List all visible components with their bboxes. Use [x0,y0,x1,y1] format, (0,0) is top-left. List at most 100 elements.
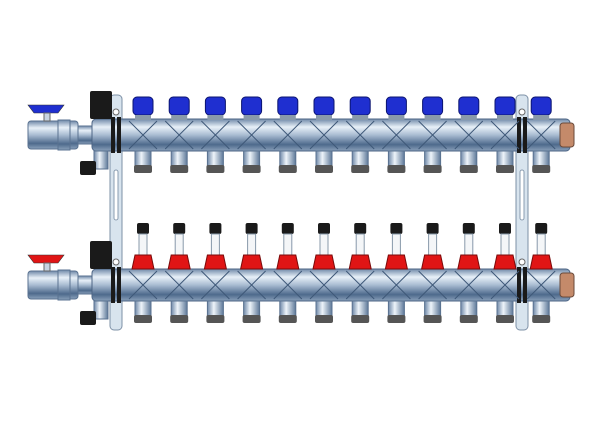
cap-thread [135,115,151,120]
cap-thread [279,115,296,120]
bar-facet [345,120,375,150]
blue-valve-cap [241,96,263,116]
cap-thread [243,115,260,120]
outlet-nut [134,165,152,173]
blue-valve-cap [277,96,299,116]
flowmeter-cap [390,223,403,234]
clamp-ring [523,267,527,303]
bar-facet [273,270,303,300]
clamp-ring [111,117,115,153]
valve-nut [57,269,71,301]
outlet-nut [459,315,478,323]
cap-thread [316,115,332,120]
blue-valve-cap [422,96,444,116]
outlet-nut [351,315,370,323]
bar-facet [237,120,266,150]
outlet-nut [423,165,442,173]
end-cap [559,272,575,298]
clamp-ring [523,117,527,153]
bar-facet [382,120,411,150]
screw-icon [518,108,526,116]
bar-facet [309,120,339,150]
clamp-ring [117,117,121,153]
screw-icon [112,108,120,116]
bar-facet [526,270,556,300]
flowmeter-tube [391,233,401,257]
blue-valve-cap [494,96,516,116]
outlet-nut [278,315,297,323]
bar-facet [201,270,230,300]
flowmeter-tube [283,233,293,257]
red-flowmeter-base [420,254,445,270]
bar-facet [237,270,266,300]
flowmeter-tube [174,233,184,257]
bar-facet [128,120,158,150]
outlet-nut [423,315,442,323]
flowmeter-tube [464,233,474,257]
flowmeter-tube [210,233,220,257]
outlet-nut [532,165,551,173]
outlet-nut [206,165,225,173]
bar-facet [164,270,194,300]
outlet-nut [206,315,225,323]
flowmeter-cap [499,223,511,234]
red-flowmeter-base [529,254,553,270]
outlet-nut [134,315,152,323]
red-flowmeter-base [131,254,155,270]
cap-thread [424,115,441,120]
drain-cap [80,161,96,175]
bar-facet [454,120,484,150]
flowmeter-tube [247,233,257,257]
drain-fitting [93,300,109,320]
red-flowmeter-base [167,254,191,270]
screw-icon [518,258,526,266]
valve-stem [43,262,51,272]
bar-facet [128,270,158,300]
bar-facet [382,270,411,300]
bar-facet [418,270,447,300]
outlet-nut [496,165,514,173]
air-vent [90,91,112,119]
clamp-ring [117,267,121,303]
outlet-nut [459,165,478,173]
manifold-bar [91,268,571,302]
cap-thread [207,115,224,120]
bracket-slot [519,169,525,221]
red-flowmeter-base [276,254,300,270]
flowmeter-tube [536,233,546,257]
flowmeter-cap [245,223,258,234]
red-valve-handle [27,254,65,264]
blue-valve-cap [132,96,154,116]
flowmeter-tube [500,233,510,257]
outlet-nut [242,315,261,323]
return-manifold [27,223,575,325]
red-flowmeter-base [203,254,228,270]
flowmeter-tube [428,233,438,257]
valve-stem [43,112,51,122]
outlet-nut [242,165,261,173]
flowmeter-cap [462,223,475,234]
end-cap [559,122,575,148]
red-flowmeter-base [239,254,264,270]
cap-thread [533,115,550,120]
flowmeter-cap [535,223,548,234]
blue-valve-cap [458,96,480,116]
bar-facet [345,270,375,300]
clamp-ring [517,267,521,303]
blue-valve-cap [168,96,190,116]
manifold-bar [91,118,571,152]
outlet-nut [278,165,297,173]
clamp-ring [111,267,115,303]
flowmeter-cap [318,223,330,234]
air-vent [90,241,112,269]
outlet-nut [351,165,370,173]
red-flowmeter-base [348,254,372,270]
valve-nut [57,119,71,151]
outlet-nut [496,315,514,323]
cap-thread [460,115,477,120]
flowmeter-cap [354,223,367,234]
bar-facet [273,120,303,150]
red-flowmeter-base [312,254,336,270]
